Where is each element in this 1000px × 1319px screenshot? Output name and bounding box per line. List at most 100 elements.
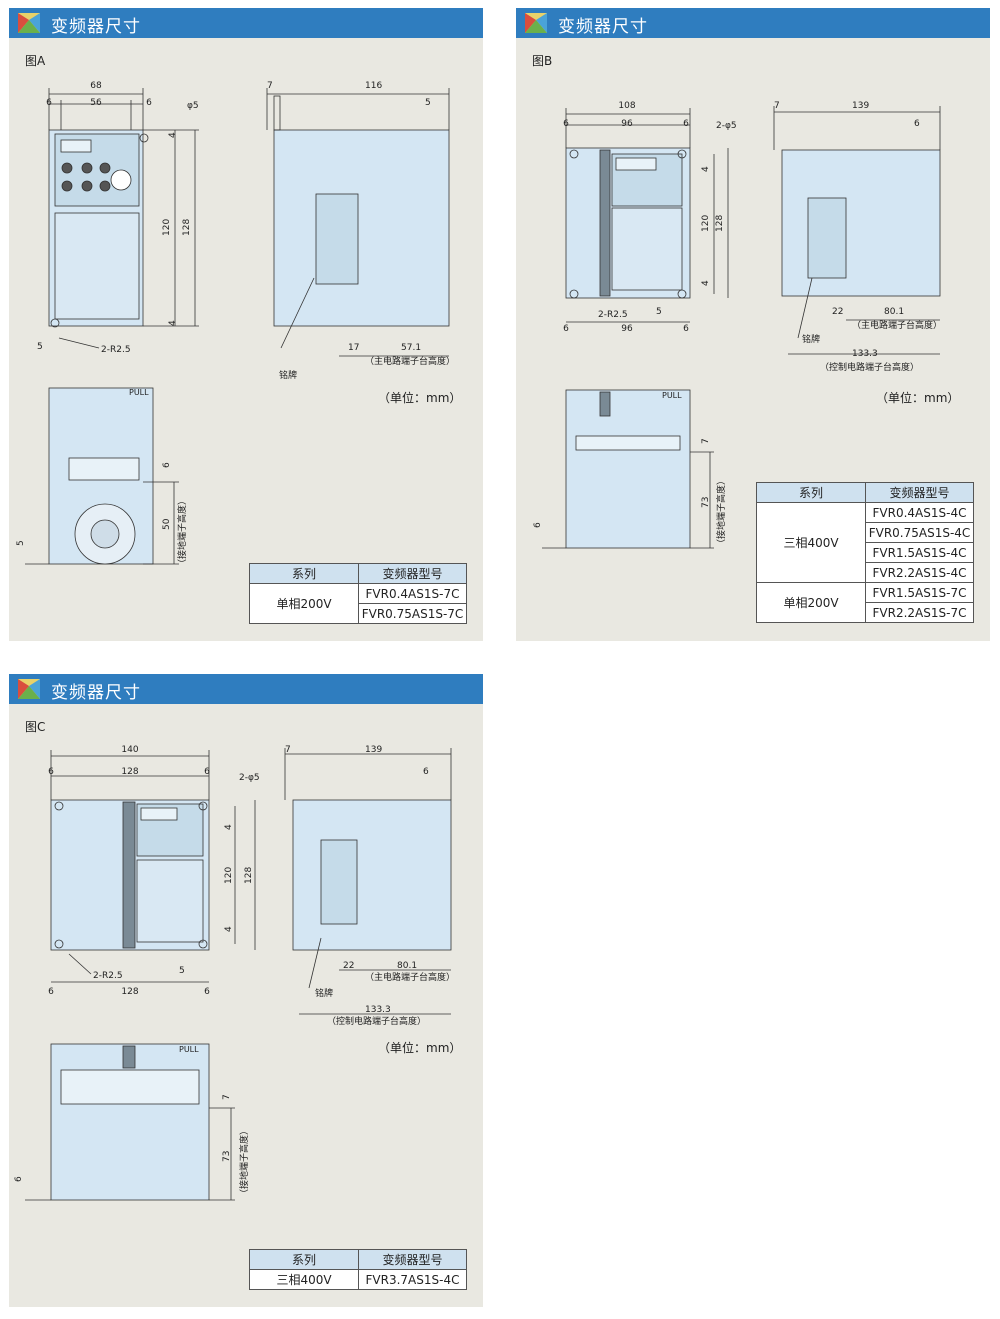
figure-label-b: 图B (532, 54, 553, 68)
dim-bottom-73: 73 (222, 1151, 232, 1162)
cube-logo-icon (18, 13, 40, 33)
dim-offset-bottom: 5 (656, 307, 662, 317)
label-ground-terminal: （接地端子高度） (238, 1126, 250, 1198)
label-main-terminal: （主电路端子台高度） (365, 355, 455, 367)
dim-edge-left: 6 (46, 98, 52, 108)
figure-label-c: 图C (25, 720, 46, 734)
series-cell: 单相200V (249, 583, 359, 624)
dim-side-22: 22 (343, 961, 354, 971)
dim-corner: 2-R2.5 (101, 345, 131, 355)
dim-bottom-73: 73 (701, 497, 711, 508)
dim-height-inner: 120 (162, 219, 172, 236)
model-cell: FVR0.4AS1S-7C (358, 583, 467, 604)
dim-side-edge: 6 (914, 119, 920, 129)
dim-offset-bottom: 5 (37, 342, 43, 352)
bottom-view-c: PULL 7 73 6 （接地端子高度） (14, 1043, 250, 1201)
dim-offset-bottom: 5 (179, 966, 185, 976)
dim-depth: 139 (852, 101, 869, 111)
dim-bottom-edge-left: 6 (563, 324, 569, 334)
dim-height-inner: 120 (701, 215, 711, 232)
dim-depth: 116 (365, 81, 382, 91)
model-cell: FVR1.5AS1S-7C (865, 582, 974, 603)
dim-bottom-edge-right: 6 (204, 987, 210, 997)
dim-inner-width: 96 (621, 119, 633, 129)
unit-label-a: （单位：mm） (378, 391, 462, 405)
series-cell: 三相400V (249, 1269, 359, 1290)
panel-b-title: 变频器尺寸 (558, 17, 648, 37)
label-control-terminal: （控制电路端子台高度） (820, 361, 919, 373)
label-pull: PULL (129, 388, 149, 397)
dim-bottom-50: 50 (162, 518, 172, 530)
cube-logo-icon (18, 679, 40, 699)
dim-side-edge: 6 (423, 767, 429, 777)
bottom-view-a: PULL 6 50 5 （接地端子高度） (16, 387, 188, 568)
dim-side-801: 80.1 (884, 307, 904, 317)
spec-table-a: 系列 变频器型号 单相200V FVR0.4AS1S-7C FVR0.75AS1… (249, 563, 467, 624)
dim-hole: 2-φ5 (716, 121, 737, 131)
dim-hole: 2-φ5 (239, 773, 260, 783)
dim-bottom-7: 7 (222, 1094, 232, 1100)
dim-bottom-5: 5 (16, 540, 26, 546)
dim-side-22: 22 (832, 307, 843, 317)
dim-height-inner: 120 (224, 867, 234, 884)
dim-side-flange: 7 (774, 101, 780, 111)
dim-overall-width: 108 (618, 101, 635, 111)
dim-side-1333: 133.3 (365, 1005, 391, 1015)
label-nameplate: 铭牌 (279, 369, 297, 381)
panel-a-title: 变频器尺寸 (51, 17, 141, 37)
dim-height-total: 128 (244, 867, 254, 884)
dim-side-17: 17 (348, 343, 359, 353)
dim-inner-width: 56 (90, 98, 102, 108)
model-cell: FVR0.4AS1S-4C (865, 502, 974, 523)
dim-edge-left: 6 (48, 767, 54, 777)
panel-b-header: 变频器尺寸 (516, 8, 990, 38)
label-nameplate: 铭牌 (315, 987, 333, 999)
label-nameplate: 铭牌 (802, 333, 820, 345)
dim-bottom-gap: 4 (701, 280, 711, 286)
dim-bottom-6: 6 (533, 522, 543, 528)
label-pull: PULL (179, 1045, 199, 1054)
dim-overall-width: 140 (121, 745, 138, 755)
front-view-a: 68 56 6 6 φ5 120 128 4 4 2-R2.5 5 (37, 81, 199, 355)
dim-hole: φ5 (187, 101, 199, 111)
model-cell: FVR2.2AS1S-7C (865, 602, 974, 623)
panel-b: 变频器尺寸 图B 108 96 6 6 2-φ5 120 128 4 4 2-R… (516, 8, 990, 641)
spec-table-b: 系列 变频器型号 三相400V FVR0.4AS1S-4C FVR0.75AS1… (756, 482, 974, 623)
dim-edge-right: 6 (683, 119, 689, 129)
dim-overall-width: 68 (90, 81, 102, 91)
dim-top-gap: 4 (224, 824, 234, 830)
dim-bottom-gap: 4 (168, 320, 178, 326)
label-ground-terminal: （接地端子高度） (715, 476, 727, 548)
dim-side-flange: 7 (267, 81, 273, 91)
model-cell: FVR0.75AS1S-7C (358, 603, 467, 624)
side-view-b: 7 139 6 22 80.1 （主电路端子台高度） 铭牌 133.3 （控制电… (773, 101, 942, 373)
header-series: 系列 (249, 1249, 359, 1270)
panel-a: 变频器尺寸 图A 68 56 6 6 φ5 120 1 (9, 8, 483, 641)
series-cell: 单相200V (756, 582, 866, 623)
model-cell: FVR3.7AS1S-4C (358, 1269, 467, 1290)
model-cell: FVR0.75AS1S-4C (865, 522, 974, 543)
front-view-c: 140 128 6 6 2-φ5 120 128 4 4 2-R2.5 5 12… (48, 745, 260, 997)
front-view-b: 108 96 6 6 2-φ5 120 128 4 4 2-R2.5 5 96 … (563, 101, 737, 334)
cube-logo-icon (525, 13, 547, 33)
dim-depth: 139 (365, 745, 382, 755)
dim-bottom-edge-right: 6 (683, 324, 689, 334)
label-control-terminal: （控制电路端子台高度） (327, 1015, 426, 1027)
label-pull: PULL (662, 391, 682, 400)
figure-label-a: 图A (25, 54, 46, 68)
dim-side-571: 57.1 (401, 343, 421, 353)
spec-table-c: 系列 变频器型号 三相400V FVR3.7AS1S-4C (249, 1249, 467, 1290)
dim-inner-width: 128 (121, 767, 138, 777)
dim-bottom-width: 128 (121, 987, 138, 997)
side-view-c: 7 139 6 22 80.1 （主电路端子台高度） 铭牌 133.3 （控制电… (284, 745, 455, 1027)
series-cell: 三相400V (756, 502, 866, 583)
dim-bottom-6: 6 (14, 1176, 24, 1182)
unit-label-b: （单位：mm） (876, 391, 960, 405)
dim-side-edge: 5 (425, 98, 431, 108)
dim-bottom-edge-left: 6 (48, 987, 54, 997)
header-model: 变频器型号 (865, 482, 974, 503)
model-cell: FVR1.5AS1S-4C (865, 542, 974, 563)
dim-edge-left: 6 (563, 119, 569, 129)
dim-edge-right: 6 (146, 98, 152, 108)
header-model: 变频器型号 (358, 1249, 467, 1270)
